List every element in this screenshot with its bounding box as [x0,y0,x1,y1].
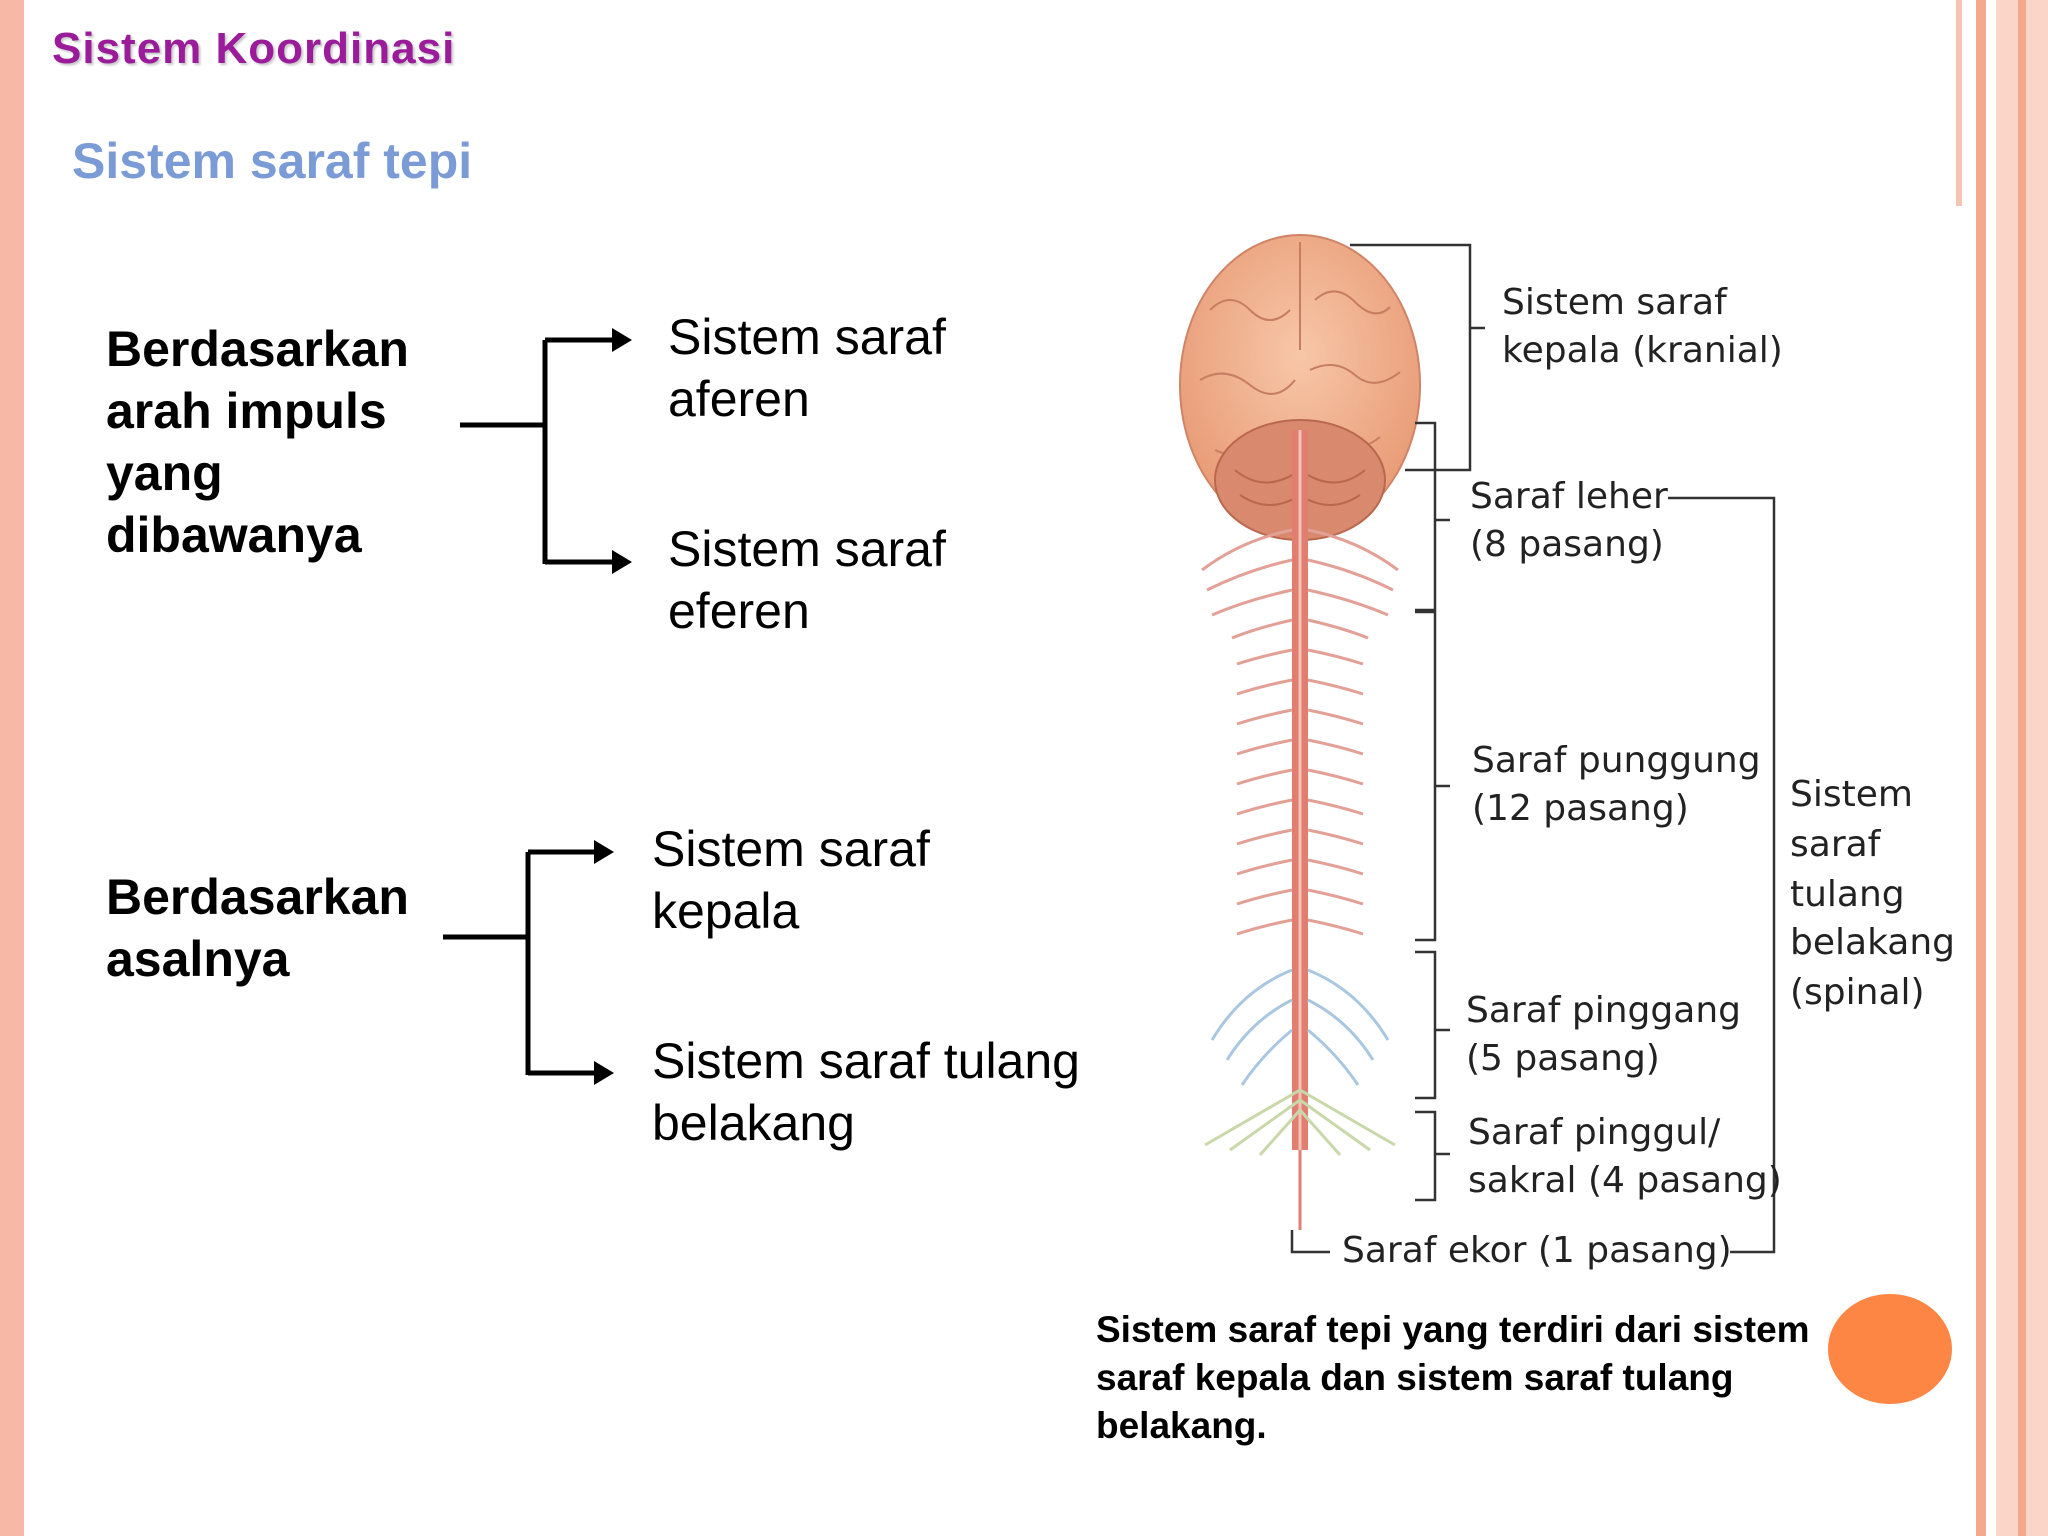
label-spinal-2: saraf [1790,824,1882,865]
slide-title: Sistem Koordinasi [52,24,456,73]
decorative-circle [1828,1294,1952,1404]
category-direction: Berdasarkan arah impuls yang dibawanya [106,321,409,563]
option-afferent-label: Sistem saraf aferen [668,309,946,427]
label-cranial-2: kepala (kranial) [1502,330,1783,371]
bracket-direction [460,337,612,565]
right-border-stripe-2 [2018,0,2026,1536]
arrow-head-spinal [594,1061,614,1085]
option-cranial: Sistem saraf kepala [652,818,972,942]
bracket-origin [443,849,594,1076]
lumbar-nerves [1210,968,1390,1086]
label-thoracic-2: (12 pasang) [1472,788,1689,829]
option-efferent: Sistem saraf eferen [668,518,988,642]
label-spinal-4: belakang [1790,922,1955,963]
label-cervical-1: Saraf leher [1470,476,1668,517]
spinal-nerves [1201,528,1399,936]
sacral-nerves [1204,1088,1396,1156]
label-sacral-1: Saraf pinggul/ [1468,1112,1721,1153]
label-brackets [1290,243,1776,1254]
label-spinal-1: Sistem [1790,774,1913,815]
option-efferent-label: Sistem saraf eferen [668,521,946,639]
figure-labels: Sistem saraf kepala (kranial) Saraf lehe… [1342,282,1955,1271]
label-spinal-5: (spinal) [1790,972,1925,1013]
category-origin: Berdasarkan asalnya [106,869,409,987]
left-border [0,0,24,1536]
label-sacral-2: sakral (4 pasang) [1468,1160,1782,1201]
right-border-line [1956,0,1962,206]
arrow-head-cranial [594,840,614,864]
arrow-head-afferent [612,328,632,352]
nervous-system-figure: Sistem saraf kepala (kranial) Saraf lehe… [1179,234,1955,1271]
arrow-head-efferent [612,550,632,574]
option-spinal-label: Sistem saraf tulang belakang [652,1033,1080,1151]
label-coccygeal: Saraf ekor (1 pasang) [1342,1230,1732,1271]
label-cervical-2: (8 pasang) [1470,524,1664,565]
option-afferent: Sistem saraf aferen [668,306,988,430]
option-cranial-label: Sistem saraf kepala [652,821,930,939]
figure-caption: Sistem saraf tepi yang terdiri dari sist… [1096,1309,1810,1446]
right-border-stripe [1976,0,1986,1536]
slide-subtitle: Sistem saraf tepi [72,133,473,189]
option-spinal: Sistem saraf tulang belakang [652,1030,1112,1154]
label-spinal-3: tulang [1790,874,1905,915]
label-cranial-1: Sistem saraf [1502,282,1728,323]
label-lumbar-2: (5 pasang) [1466,1038,1660,1079]
label-thoracic-1: Saraf punggung [1472,740,1761,781]
label-lumbar-1: Saraf pinggang [1466,990,1741,1031]
bracket-arrows [443,328,632,1085]
